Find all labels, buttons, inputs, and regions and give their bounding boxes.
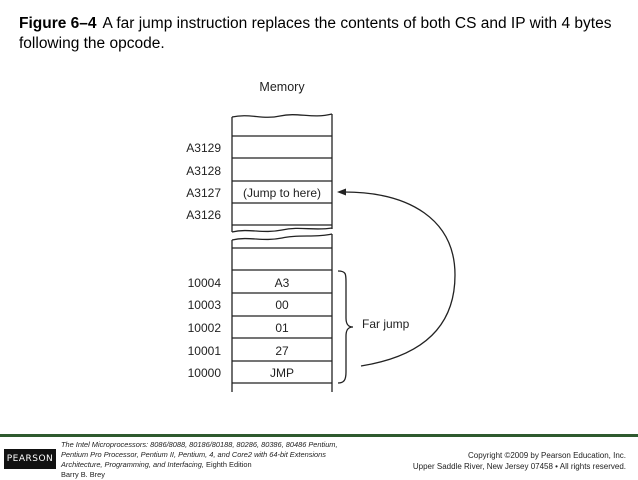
author: Barry B. Brey	[61, 470, 105, 479]
far-jump-label: Far jump	[362, 317, 410, 331]
cell-content: 01	[275, 321, 289, 335]
cell-content: (Jump to here)	[243, 186, 321, 200]
book-title-line3: Architecture, Programming, and Interfaci…	[61, 460, 204, 469]
break-mid-lower	[231, 233, 333, 241]
break-top	[231, 113, 333, 118]
address-label: 10000	[188, 366, 222, 380]
arrowhead-icon	[337, 188, 346, 196]
copyright: Copyright ©2009 by Pearson Education, In…	[468, 451, 626, 460]
address-label: 10004	[188, 276, 222, 290]
address-label: A3126	[186, 208, 221, 222]
cell-content: A3	[275, 276, 290, 290]
memory-title: Memory	[259, 80, 305, 94]
address-label: A3128	[186, 164, 221, 178]
book-title-line2: Pentium Pro Processor, Pentium II, Penti…	[61, 450, 326, 459]
copyright-block: Copyright ©2009 by Pearson Education, In…	[413, 450, 626, 472]
cell-content: JMP	[270, 366, 294, 380]
figure-label: Figure 6–4	[19, 15, 97, 32]
cell-content: 27	[275, 344, 289, 358]
caption-text: A far jump instruction replaces the cont…	[19, 15, 612, 52]
brace	[337, 270, 354, 384]
edition: Eighth Edition	[206, 460, 252, 469]
pearson-logo: PEARSON	[4, 449, 56, 469]
break-mid-upper	[231, 227, 333, 233]
address-label: 10001	[188, 344, 222, 358]
jump-arrow-curve	[343, 191, 456, 367]
address-label: 10002	[188, 321, 222, 335]
cell-content: 00	[275, 298, 289, 312]
book-title-line1: The Intel Microprocessors: 8086/8088, 80…	[61, 440, 338, 449]
address-label: A3129	[186, 141, 221, 155]
address-label: A3127	[186, 186, 221, 200]
book-info: The Intel Microprocessors: 8086/8088, 80…	[61, 440, 338, 480]
rights: Upper Saddle River, New Jersey 07458 • A…	[412, 462, 626, 471]
footer-rule	[0, 434, 638, 437]
address-label: 10003	[188, 298, 222, 312]
